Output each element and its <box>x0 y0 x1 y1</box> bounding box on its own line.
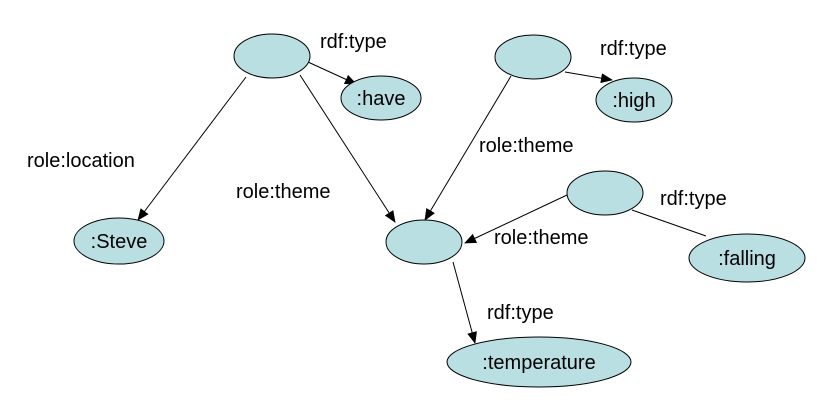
edge-label-n1-have: rdf:type <box>320 31 387 53</box>
edge-n4-n3 <box>464 194 568 244</box>
edge-label-n1-steve: role:location <box>27 150 135 172</box>
edge-n1-have <box>307 61 357 85</box>
edge-n1-n3 <box>299 74 396 223</box>
edge-n4-falling <box>631 209 707 237</box>
node-high: :high <box>595 77 673 123</box>
edge-label-n2-n3: role:theme <box>479 135 574 157</box>
edge-n2-n3 <box>424 75 512 221</box>
node-label-have: :have <box>357 88 406 110</box>
node-steve: :Steve <box>73 217 165 265</box>
node-label-falling: :falling <box>718 248 776 270</box>
edge-label-n4-n3: role:theme <box>494 227 589 249</box>
node-label-temperature: :temperature <box>482 352 595 374</box>
node-falling: :falling <box>688 233 806 283</box>
node-label-steve: :Steve <box>91 231 148 253</box>
node-blank-3 <box>385 219 463 265</box>
edge-n2-high <box>564 71 613 84</box>
edge-label-n4-falling: rdf:type <box>660 188 727 210</box>
node-blank-2 <box>494 34 572 80</box>
node-temperature: :temperature <box>446 336 632 388</box>
node-label-high: :high <box>612 90 655 112</box>
edge-label-n2-high: rdf:type <box>600 38 667 60</box>
edge-n1-steve <box>137 76 247 221</box>
edge-n3-temperature <box>452 261 477 344</box>
edge-label-n3-temperature: rdf:type <box>487 302 554 324</box>
node-blank-1 <box>233 33 311 79</box>
edge-label-n1-n3: role:theme <box>236 181 331 203</box>
node-blank-4 <box>566 170 644 216</box>
node-have: :have <box>340 75 422 121</box>
